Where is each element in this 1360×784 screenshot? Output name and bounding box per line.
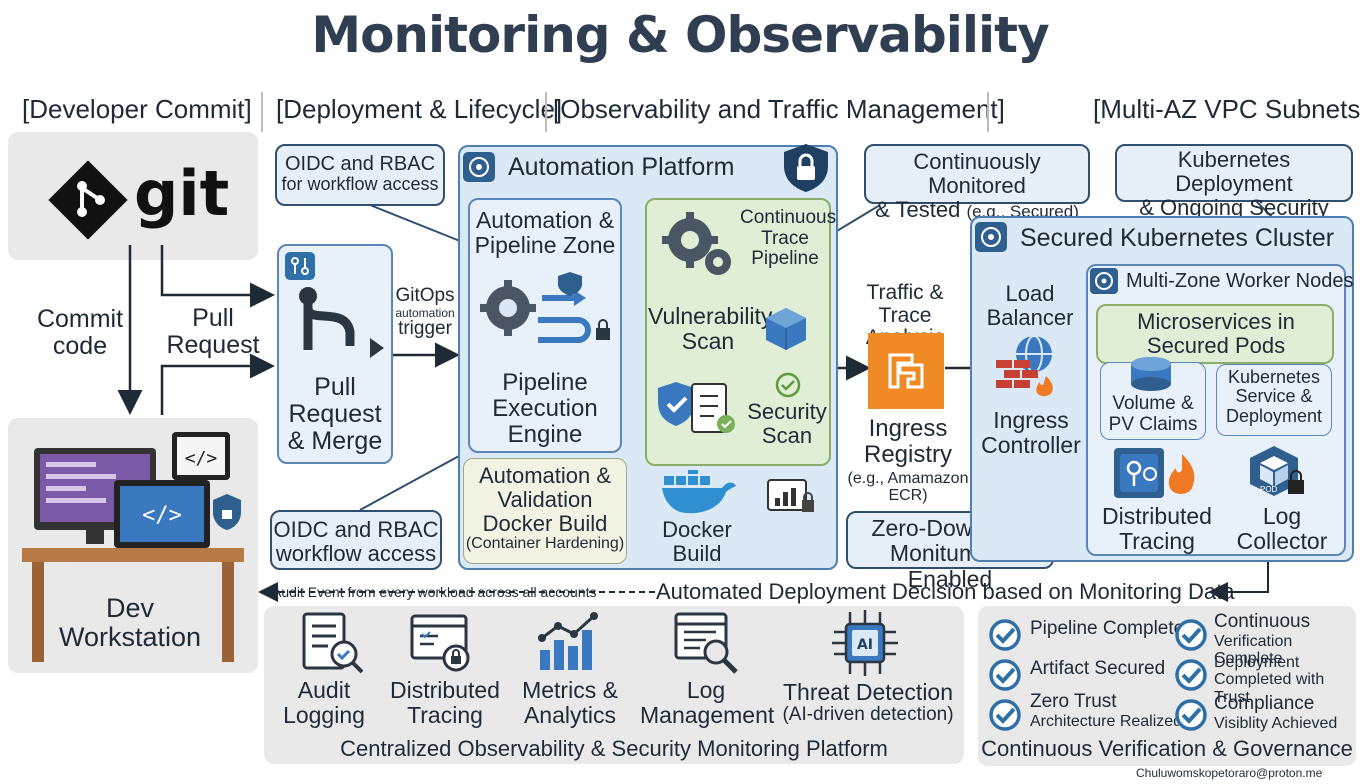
check-badge-icon (988, 698, 1022, 737)
verification-panel (978, 606, 1356, 766)
validation-box (463, 458, 627, 564)
pipeline-gears-icon (478, 268, 618, 365)
git-logo-icon (48, 160, 128, 245)
check-badge-icon (988, 658, 1022, 697)
svg-text:</>: </> (185, 448, 218, 469)
database-icon (1128, 356, 1174, 397)
vault-fire-icon (1112, 446, 1212, 507)
merge-icon (294, 284, 386, 369)
k8s-service-box (1216, 364, 1332, 436)
verification-item-pipeline: Pipeline Complete (1030, 618, 1185, 639)
check-badge-icon (1174, 698, 1208, 737)
metrics-icon (534, 610, 606, 679)
header-multi-az: [Multi-AZ VPC Subnets] (1093, 94, 1360, 124)
registry-icon (868, 333, 944, 414)
pod-text: POD (1260, 485, 1278, 494)
worker-nodes-icon (1090, 268, 1118, 299)
pod-icon (1244, 444, 1308, 505)
pull-request-small-icon (285, 252, 315, 285)
container-cube-icon (764, 306, 808, 357)
threat-detection-label: Threat Detection (AI-driven detection) (782, 679, 954, 725)
volume-label: Volume &PV Claims (1108, 393, 1198, 435)
tracing-icon (408, 612, 478, 681)
metrics-lock-icon (766, 478, 816, 523)
observability-platform-title: Centralized Observability & Security Mon… (340, 736, 888, 761)
automation-platform-title: Automation Platform (508, 153, 735, 181)
kubernetes-cluster-title: Secured Kubernetes Cluster (1020, 224, 1335, 252)
check-badge-icon (988, 618, 1022, 657)
header-deployment-lifecycle: [Deployment & Lifecycle] (276, 94, 563, 124)
continuously-monitored-callout: Continuously Monitored & Tested (e.g., S… (864, 144, 1090, 222)
metrics-analytics-label: Metrics &Analytics (522, 677, 618, 728)
kubernetes-badge-icon (463, 152, 495, 187)
k8s-deployment-callout: Kubernetes Deployment & Ongoing Security (1115, 144, 1353, 220)
validation-label: Automation & Validation Docker Build (Co… (465, 463, 625, 553)
firewall-globe-icon (994, 334, 1064, 405)
pipeline-zone-box (468, 198, 622, 453)
audit-log-icon (298, 610, 368, 681)
svg-text:AI: AI (857, 637, 873, 653)
gitops-label: GitOps automation trigger (395, 285, 455, 340)
header-divider (261, 92, 263, 132)
shield-lock-icon (780, 142, 832, 199)
check-badge-icon (1174, 658, 1208, 697)
traffic-analysis-label: Traffic &Trace Analysis (866, 281, 944, 349)
shield-checklist-icon (656, 378, 740, 445)
oidc-callout-top: OIDC and RBAC for workflow access (275, 144, 445, 206)
oidc-callout-bottom: OIDC and RBAC workflow access (270, 510, 442, 570)
pipeline-zone-title: Automation &Pipeline Zone (474, 207, 616, 258)
check-badge-icon (1174, 618, 1208, 657)
git-logo-text: git (134, 157, 230, 230)
log-search-icon (672, 610, 742, 681)
ai-chip-icon: AI (830, 608, 900, 683)
check-circle-icon (775, 372, 801, 403)
git-panel (8, 132, 258, 260)
automated-decision-label: Automated Deployment Decision based on M… (656, 579, 1235, 604)
microservices-box (1096, 304, 1334, 364)
svg-text:</>: </> (142, 503, 182, 528)
worker-nodes-title: Multi-Zone Worker Nodes (1126, 270, 1354, 292)
desk-icon (22, 544, 244, 669)
header-developer-commit: [Developer Commit] (22, 94, 252, 124)
docker-whale-icon (662, 465, 738, 523)
verification-title: Continuous Verification & Governance (981, 736, 1353, 761)
footer-credit: Chuluwomskopetoraro@proton.me (1136, 766, 1323, 780)
page-title: Monitoring & Observability (311, 6, 1049, 64)
audit-event-label: Audit Event from every workload across a… (272, 584, 597, 600)
kubernetes-cluster-icon (975, 222, 1007, 257)
header-divider (545, 92, 547, 132)
header-observability-traffic: [Observability and Traffic Management] (553, 94, 1005, 124)
header-divider (987, 92, 989, 132)
verification-item-artifact: Artifact Secured (1030, 658, 1166, 679)
trace-gears-icon (660, 210, 740, 287)
